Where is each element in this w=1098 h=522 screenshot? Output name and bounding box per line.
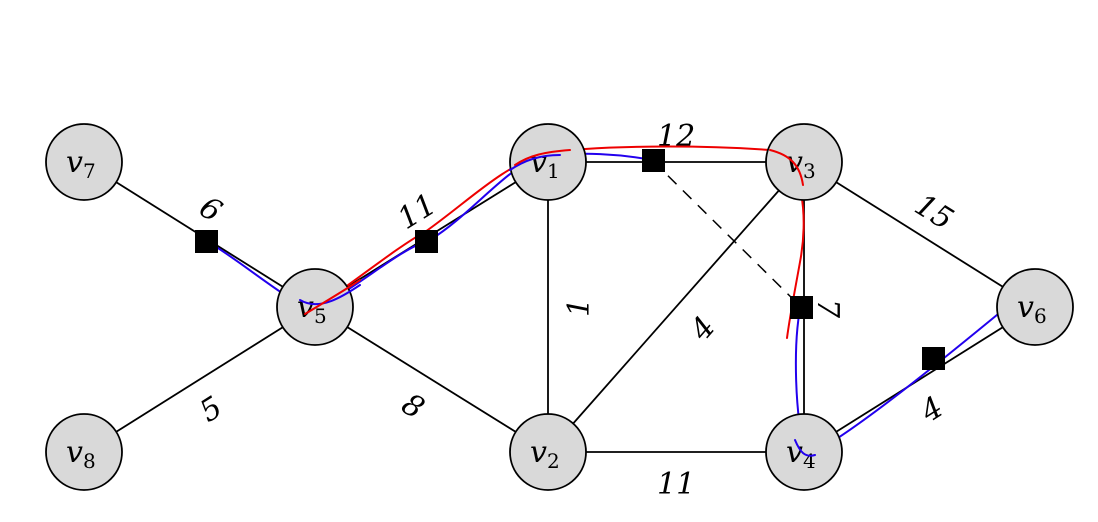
node-v7: v7 [45,123,123,201]
nodes: v7 v8 v5 v1 v2 v3 v4 v6 [45,123,1074,491]
node-v3: v3 [765,123,843,201]
weight-v1-v2: 1 [562,298,597,317]
node-v1: v1 [509,123,587,201]
weight-v3-v6: 15 [908,188,959,238]
node-v6-circle [996,268,1074,346]
node-v4: v4 [765,413,843,491]
weight-v2-v4: 11 [657,467,695,502]
marker-edge-v4-v6 [922,347,945,370]
node-v2: v2 [509,413,587,491]
node-v1-circle [509,123,587,201]
edge-dashed-marker-link [652,160,801,307]
edge-v3-v6 [803,161,1036,308]
weight-v5-v1: 11 [392,187,443,237]
node-v5-label: v5 [297,290,327,328]
weight-v2-v3: 4 [683,310,723,348]
weight-v7-v5: 6 [193,190,228,230]
route-red-overlay [304,149,804,315]
edges [83,160,1036,453]
marker-edge-v1-v3 [642,149,665,172]
node-v6-label: v6 [1017,290,1047,328]
node-v8-circle [45,413,123,491]
node-v8-label: v8 [66,435,96,473]
node-v8: v8 [45,413,123,491]
node-v6: v6 [996,268,1074,346]
routes-overlay [299,149,816,457]
weight-v1-v3: 12 [657,119,695,154]
edge-markers [195,149,945,370]
node-v2-label: v2 [530,435,560,473]
edge-v8-v5 [83,306,316,453]
node-v4-circle [765,413,843,491]
weight-v8-v5: 5 [194,390,229,430]
marker-edge-v3-v4 [790,296,813,319]
weight-v5-v2: 8 [395,387,430,427]
edge-v2-v3 [547,161,805,453]
node-v7-label: v7 [66,145,96,183]
edge-v4-v6 [803,306,1036,453]
edge-v5-v2 [314,306,549,453]
node-v3-circle [765,123,843,201]
weight-v3-v4: 7 [810,299,845,319]
weight-v4-v6: 4 [914,390,950,430]
marker-edge-v7-v5 [195,230,218,253]
route-blue-overlay [299,154,816,457]
node-v2-circle [509,413,587,491]
marker-edge-v5-v1 [415,230,438,253]
node-v7-circle [45,123,123,201]
